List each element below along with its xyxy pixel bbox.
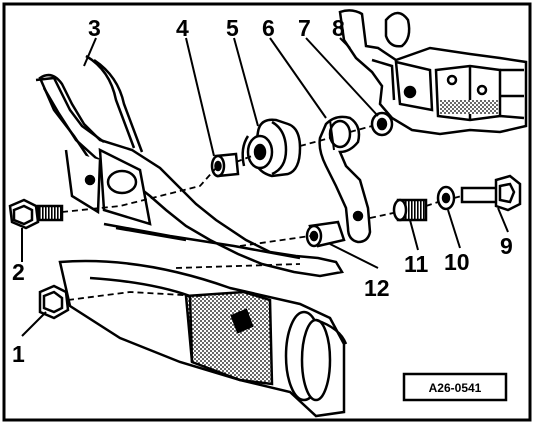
assembly-lines: [61, 125, 463, 301]
engine-mount-bracket-component: [338, 9, 528, 136]
callout-3: 3: [88, 15, 101, 41]
exhaust-pipe: [58, 259, 348, 418]
callout-7: 7: [298, 15, 311, 41]
callout-2: 2: [12, 259, 25, 285]
leader-lines: [21, 37, 509, 337]
callout-1: 1: [12, 341, 25, 367]
tie-rod-part-6: [318, 115, 372, 244]
support-bracket-part-3: [35, 54, 345, 278]
bolt-part-9: [460, 174, 522, 212]
nut-part-7: [370, 111, 394, 137]
callout-9: 9: [500, 233, 513, 259]
bolt-part-2: [8, 198, 64, 230]
spacer-part-12: [305, 220, 346, 248]
diagram-frame: [2, 2, 532, 422]
rubber-bush-part-5: [241, 118, 302, 178]
figure-reference-box: A26-0541: [402, 372, 508, 402]
nut-part-1: [38, 284, 70, 320]
sleeve-part-4: [210, 152, 240, 178]
callout-12: 12: [364, 275, 390, 301]
figure-reference-text: A26-0541: [429, 381, 482, 395]
callout-8: 8: [332, 15, 345, 41]
callout-4: 4: [176, 15, 189, 41]
callout-11: 11: [404, 251, 429, 277]
callout-10: 10: [444, 249, 470, 275]
callout-5: 5: [226, 15, 239, 41]
engine-component-hatching: [440, 100, 498, 114]
callout-6: 6: [262, 15, 275, 41]
washer-part-10: [436, 185, 456, 211]
threaded-sleeve-part-11: [392, 198, 428, 222]
